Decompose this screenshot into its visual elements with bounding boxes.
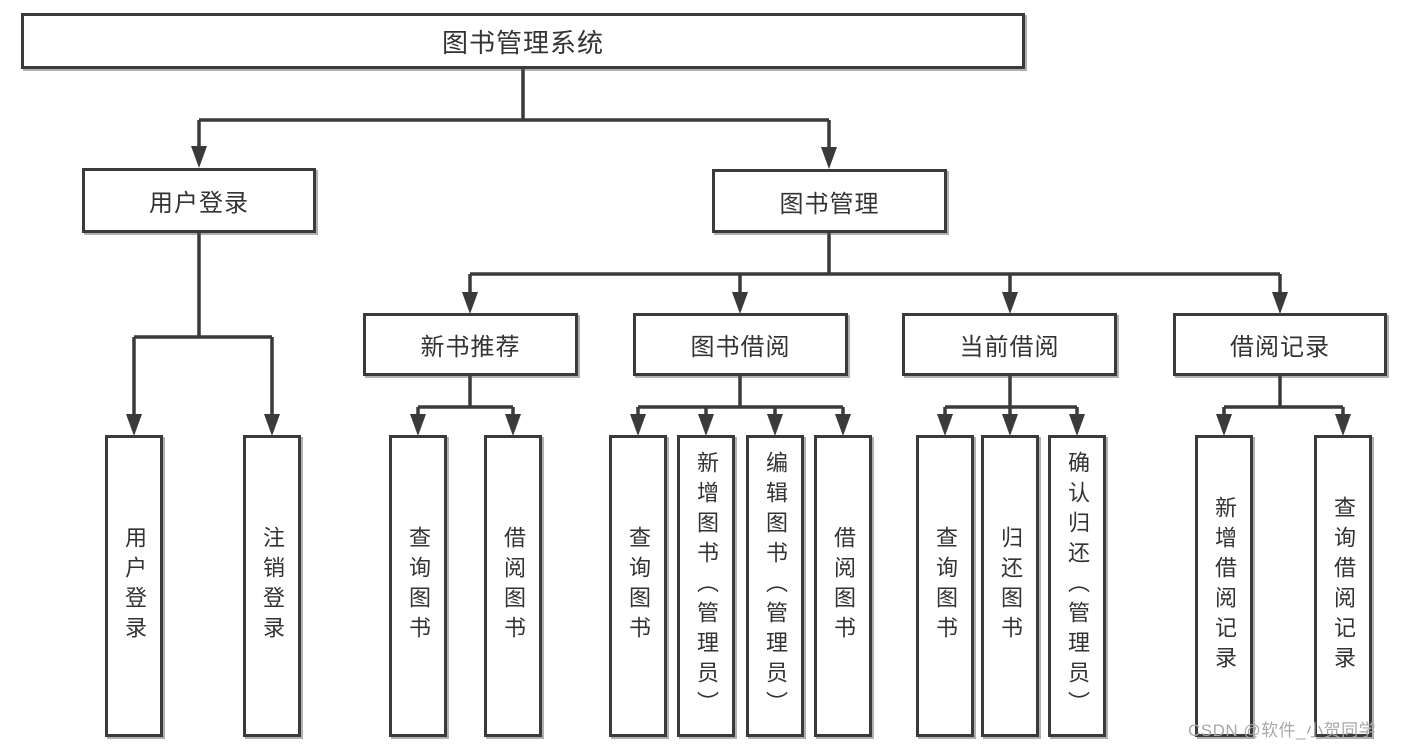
leaf-borrow-book-recommend: 借阅图书 — [484, 435, 542, 737]
leaf-return-book-label: 归还图书 — [998, 526, 1023, 646]
leaf-user-login-label: 用户登录 — [122, 526, 147, 646]
leaf-add-borrow-record: 新增借阅记录 — [1195, 435, 1253, 737]
leaf-query-book-recommend-label: 查询图书 — [406, 526, 431, 646]
leaf-confirm-return-admin-label: 确认归还（管理员） — [1065, 451, 1090, 721]
arrowhead-icon — [1002, 292, 1018, 314]
node-book-borrow: 图书借阅 — [633, 313, 848, 376]
leaf-add-book-admin: 新增图书（管理员） — [677, 435, 735, 737]
arrowhead-icon — [126, 414, 142, 436]
leaf-edit-book-admin-label: 编辑图书（管理员） — [763, 451, 788, 721]
node-library-management-system: 图书管理系统 — [21, 13, 1025, 69]
leaf-edit-book-admin: 编辑图书（管理员） — [746, 435, 804, 737]
leaf-borrow-book: 借阅图书 — [814, 435, 872, 737]
arrowhead-icon — [732, 292, 748, 314]
arrowhead-icon — [1002, 414, 1018, 436]
leaf-query-borrow-record-label: 查询借阅记录 — [1331, 496, 1356, 676]
leaf-query-book-current-label: 查询图书 — [933, 526, 958, 646]
arrowhead-icon — [505, 414, 521, 436]
leaf-query-book-current: 查询图书 — [916, 435, 974, 737]
leaf-confirm-return-admin: 确认归还（管理员） — [1048, 435, 1106, 737]
arrowhead-icon — [821, 147, 837, 169]
leaf-logout: 注销登录 — [243, 435, 301, 737]
arrowhead-icon — [1272, 292, 1288, 314]
leaf-add-book-admin-label: 新增图书（管理员） — [694, 451, 719, 721]
node-current-borrow: 当前借阅 — [902, 313, 1117, 376]
node-user-login: 用户登录 — [82, 168, 316, 233]
leaf-query-book-borrow: 查询图书 — [609, 435, 667, 737]
arrowhead-icon — [1216, 414, 1232, 436]
arrowhead-icons — [126, 146, 1351, 436]
csdn-watermark: CSDN @软件_小贺同学 — [1188, 721, 1377, 740]
arrowhead-icon — [1069, 414, 1085, 436]
arrowhead-icon — [630, 414, 646, 436]
arrowhead-icon — [835, 414, 851, 436]
arrowhead-icon — [191, 146, 207, 168]
node-new-book-recommend: 新书推荐 — [363, 313, 578, 376]
leaf-borrow-book-label: 借阅图书 — [831, 526, 856, 646]
arrowhead-icon — [937, 414, 953, 436]
arrowhead-icon — [264, 414, 280, 436]
leaf-borrow-book-recommend-label: 借阅图书 — [501, 526, 526, 646]
node-book-management: 图书管理 — [712, 169, 947, 233]
leaf-user-login: 用户登录 — [105, 435, 163, 737]
leaf-logout-label: 注销登录 — [260, 526, 285, 646]
leaf-add-borrow-record-label: 新增借阅记录 — [1212, 496, 1237, 676]
leaf-query-book-borrow-label: 查询图书 — [626, 526, 651, 646]
arrowhead-icon — [462, 292, 478, 314]
arrowhead-icon — [767, 414, 783, 436]
leaf-query-borrow-record: 查询借阅记录 — [1314, 435, 1372, 737]
node-borrow-records: 借阅记录 — [1173, 313, 1387, 376]
arrowhead-icon — [698, 414, 714, 436]
arrowhead-icon — [1335, 414, 1351, 436]
arrowhead-icon — [410, 414, 426, 436]
leaf-return-book: 归还图书 — [981, 435, 1039, 737]
leaf-query-book-recommend: 查询图书 — [389, 435, 447, 737]
